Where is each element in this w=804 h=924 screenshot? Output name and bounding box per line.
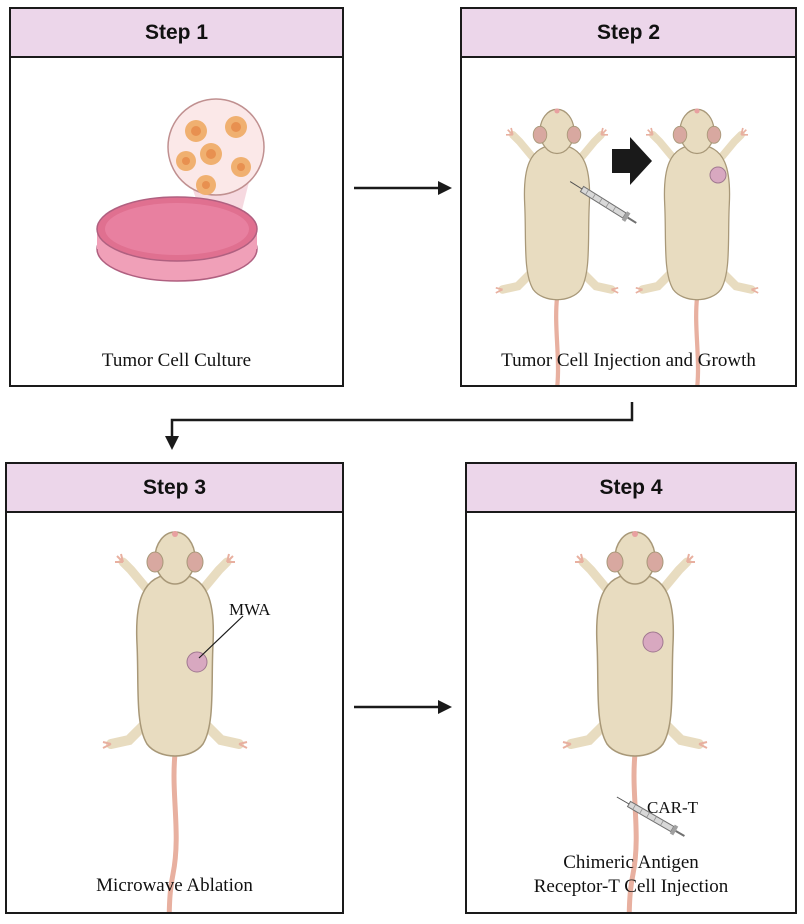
tumor xyxy=(709,166,727,184)
step-2-caption: Tumor Cell Injection and Growth xyxy=(501,350,756,371)
petri-dish-illustration xyxy=(96,98,265,282)
mouse-car-t-illustration xyxy=(467,464,795,912)
mouse-ablation-illustration xyxy=(7,464,342,912)
step-1-caption: Tumor Cell Culture xyxy=(101,350,252,371)
growth-arrow xyxy=(612,137,652,185)
step-3-header: Step 3 xyxy=(7,464,342,513)
step-2-panel: Step 2 Tumor Cell Injection and Growth xyxy=(460,7,797,387)
arrow-step1-to-step2 xyxy=(354,181,452,195)
mwa-label: MWA xyxy=(229,600,271,619)
arrow-step3-to-step4 xyxy=(354,700,452,714)
tumor xyxy=(186,651,208,673)
step-1-header: Step 1 xyxy=(11,9,342,58)
step-2-header: Step 2 xyxy=(462,9,795,58)
mouse-injection-illustration xyxy=(462,9,795,385)
step-4-header: Step 4 xyxy=(467,464,795,513)
step-4-caption-line1: Chimeric Antigen xyxy=(563,852,699,873)
step-1-panel: Step 1 Tumor Cell Culture xyxy=(9,7,344,387)
arrow-step2-to-step3 xyxy=(165,402,634,450)
step-3-caption: Microwave Ablation xyxy=(96,875,253,896)
tumor xyxy=(642,631,664,653)
step-4-caption-line2: Receptor-T Cell Injection xyxy=(533,876,729,897)
step-3-panel: Step 3 MWA Microwave Ablation xyxy=(5,462,344,914)
step-4-panel: Step 4 CAR-T Chimeric Antigen Receptor-T… xyxy=(465,462,797,914)
car-t-label: CAR-T xyxy=(647,798,698,817)
